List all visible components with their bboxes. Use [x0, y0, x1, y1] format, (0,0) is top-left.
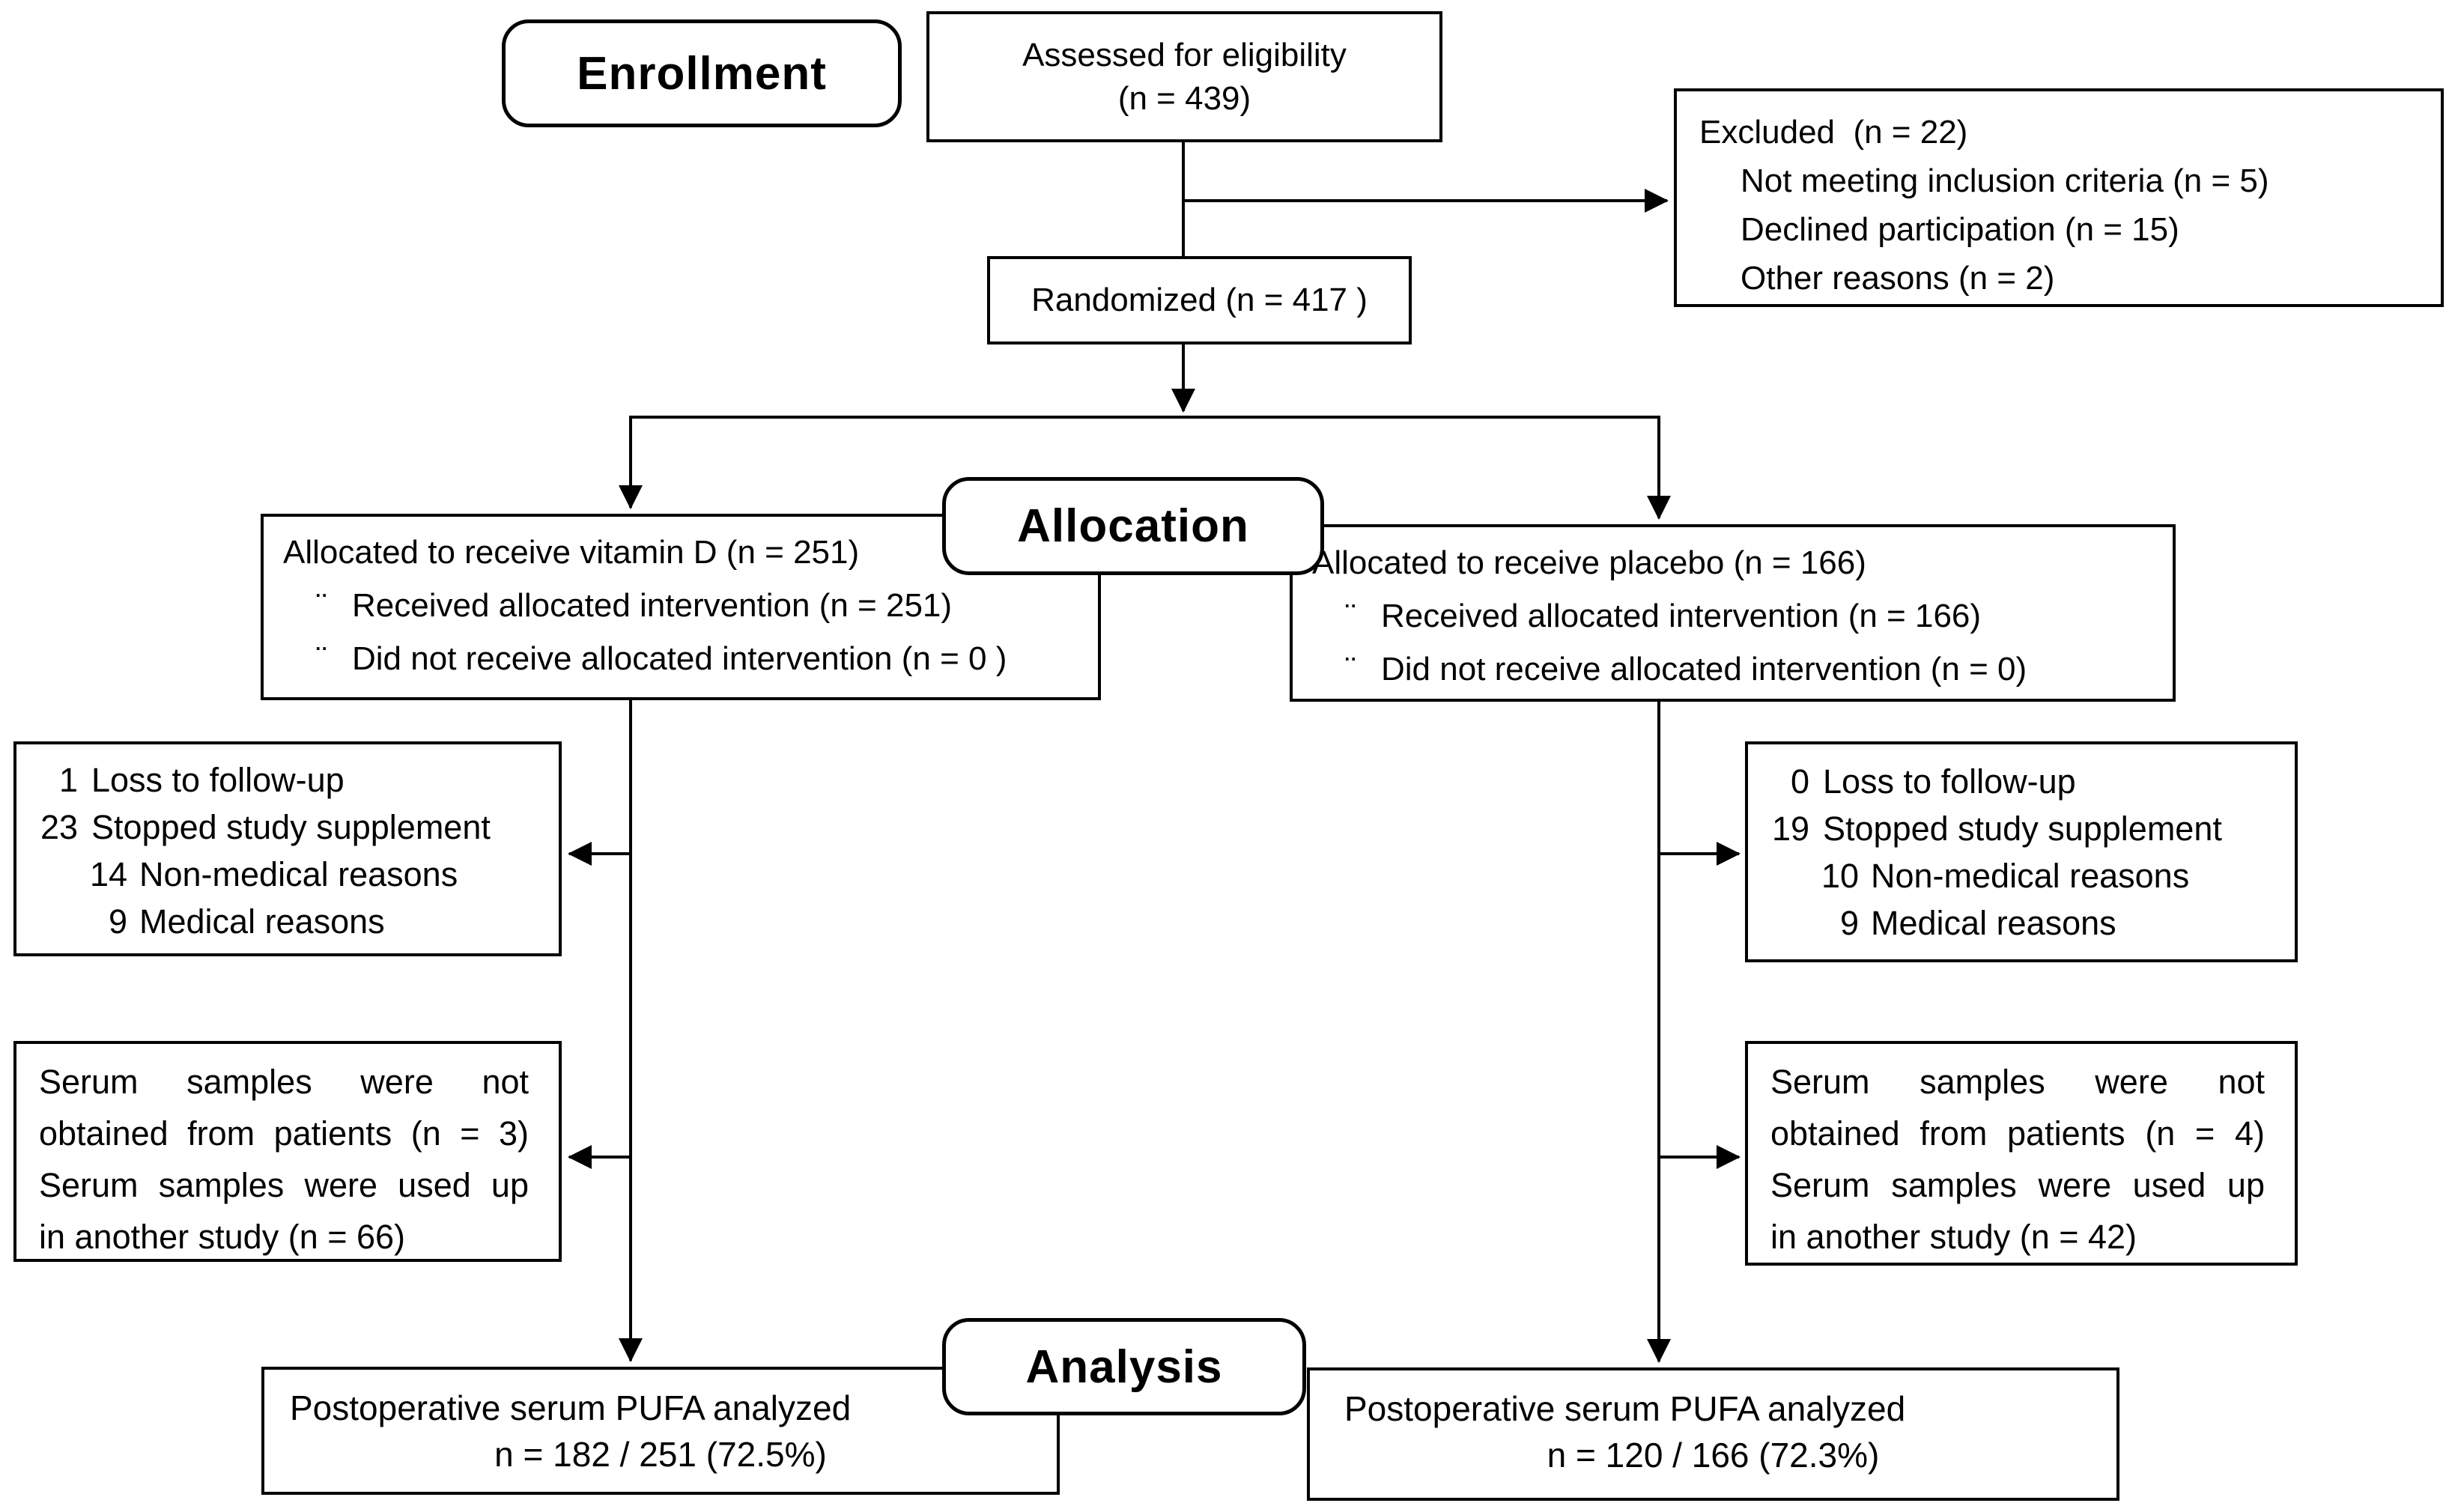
followup-right-box: 0 Loss to follow-up 19 Stopped study sup…	[1745, 741, 2298, 962]
bullet-icon: ¨	[316, 640, 327, 677]
alloc-left-item: ¨ Did not receive allocated intervention…	[264, 632, 1098, 685]
followup-reason: Stopped study supplement	[1823, 810, 2222, 848]
followup-count: 23	[40, 808, 78, 846]
allocation-vitamin-d-box: Allocated to receive vitamin D (n = 251)…	[261, 514, 1101, 700]
followup-reason: Non-medical reasons	[139, 855, 458, 893]
excluded-item: Declined participation (n = 15)	[1741, 211, 2179, 248]
bullet-icon: ¨	[1345, 651, 1356, 687]
stage-label-allocation: Allocation	[942, 477, 1324, 575]
bullet-icon: ¨	[316, 587, 327, 624]
alloc-right-item-text: Did not receive allocated intervention (…	[1381, 651, 2027, 687]
excluded-item: Other reasons (n = 2)	[1741, 260, 2055, 297]
serum-right-box: Serum samples were not obtained from pat…	[1745, 1041, 2298, 1266]
assessed-eligibility-box: Assessed for eligibility (n = 439)	[926, 11, 1442, 142]
allocation-placebo-box: Allocated to receive placebo (n = 166) ¨…	[1290, 524, 2176, 702]
analysis-right-line1: Postoperative serum PUFA analyzed	[1344, 1389, 1906, 1428]
serum-left-box: Serum samples were not obtained from pat…	[13, 1041, 562, 1262]
followup-count: 19	[1771, 810, 1809, 848]
alloc-right-item: ¨ Received allocated intervention (n = 1…	[1293, 589, 2173, 643]
analysis-right-box: Postoperative serum PUFA analyzed n = 12…	[1307, 1367, 2119, 1501]
stage-label-analysis: Analysis	[942, 1318, 1306, 1415]
serum-line: in another study (n = 66)	[39, 1218, 406, 1256]
serum-line: in another study (n = 42)	[1770, 1218, 2137, 1256]
followup-count: 10	[1821, 857, 1859, 895]
followup-reason: Stopped study supplement	[91, 808, 491, 846]
alloc-right-item: ¨ Did not receive allocated intervention…	[1293, 643, 2173, 696]
alloc-left-item: ¨ Received allocated intervention (n = 2…	[264, 579, 1098, 632]
analysis-left-line1: Postoperative serum PUFA analyzed	[290, 1388, 852, 1427]
alloc-right-item-text: Received allocated intervention (n = 166…	[1381, 598, 1982, 634]
randomized-text: Randomized (n = 417 )	[1031, 282, 1368, 318]
excluded-title: Excluded (n = 22)	[1699, 114, 1968, 151]
alloc-left-title: Allocated to receive vitamin D (n = 251)	[283, 534, 860, 571]
alloc-right-title: Allocated to receive placebo (n = 166)	[1312, 544, 1866, 581]
analysis-left-box: Postoperative serum PUFA analyzed n = 18…	[261, 1367, 1060, 1495]
assessed-count: (n = 439)	[1117, 79, 1251, 117]
serum-line: Serum samples were used up	[1770, 1166, 2265, 1204]
followup-count: 9	[108, 902, 127, 941]
excluded-item: Not meeting inclusion criteria (n = 5)	[1741, 163, 2269, 199]
serum-line: Serum samples were not	[1770, 1063, 2265, 1101]
followup-right-row: 0 Loss to follow-up	[1761, 758, 2295, 805]
followup-count: 9	[1839, 904, 1859, 942]
randomized-box: Randomized (n = 417 )	[987, 256, 1412, 344]
serum-line: Serum samples were used up	[39, 1166, 529, 1204]
alloc-left-item-text: Did not receive allocated intervention (…	[352, 640, 1007, 677]
followup-reason: Loss to follow-up	[91, 761, 345, 799]
followup-right-row: 9 Medical reasons	[1761, 899, 2295, 947]
followup-left-row: 14 Non-medical reasons	[30, 851, 559, 898]
serum-line: Serum samples were not	[39, 1063, 529, 1101]
followup-count: 1	[58, 761, 78, 799]
followup-right-row: 10 Non-medical reasons	[1761, 852, 2295, 899]
assessed-line1: Assessed for eligibility	[1022, 36, 1347, 73]
analysis-right-line2: n = 120 / 166 (72.3%)	[1547, 1436, 1880, 1475]
followup-reason: Medical reasons	[1871, 904, 2116, 942]
followup-left-box: 1 Loss to follow-up 23 Stopped study sup…	[13, 741, 562, 956]
followup-count: 0	[1790, 762, 1809, 801]
serum-line: obtained from patients (n = 3)	[39, 1114, 529, 1153]
analysis-left-line2: n = 182 / 251 (72.5%)	[494, 1435, 827, 1474]
stage-label-enrollment: Enrollment	[502, 19, 902, 127]
alloc-left-item-text: Received allocated intervention (n = 251…	[352, 587, 953, 624]
followup-count: 14	[89, 855, 127, 893]
serum-line: obtained from patients (n = 4)	[1770, 1114, 2265, 1153]
followup-reason: Medical reasons	[139, 902, 385, 941]
followup-left-row: 23 Stopped study supplement	[30, 804, 559, 851]
followup-reason: Loss to follow-up	[1823, 762, 2076, 801]
followup-left-row: 1 Loss to follow-up	[30, 756, 559, 804]
followup-right-row: 19 Stopped study supplement	[1761, 805, 2295, 852]
excluded-box: Excluded (n = 22) Not meeting inclusion …	[1674, 88, 2444, 307]
followup-left-row: 9 Medical reasons	[30, 898, 559, 945]
followup-reason: Non-medical reasons	[1871, 857, 2190, 895]
bullet-icon: ¨	[1345, 598, 1356, 634]
